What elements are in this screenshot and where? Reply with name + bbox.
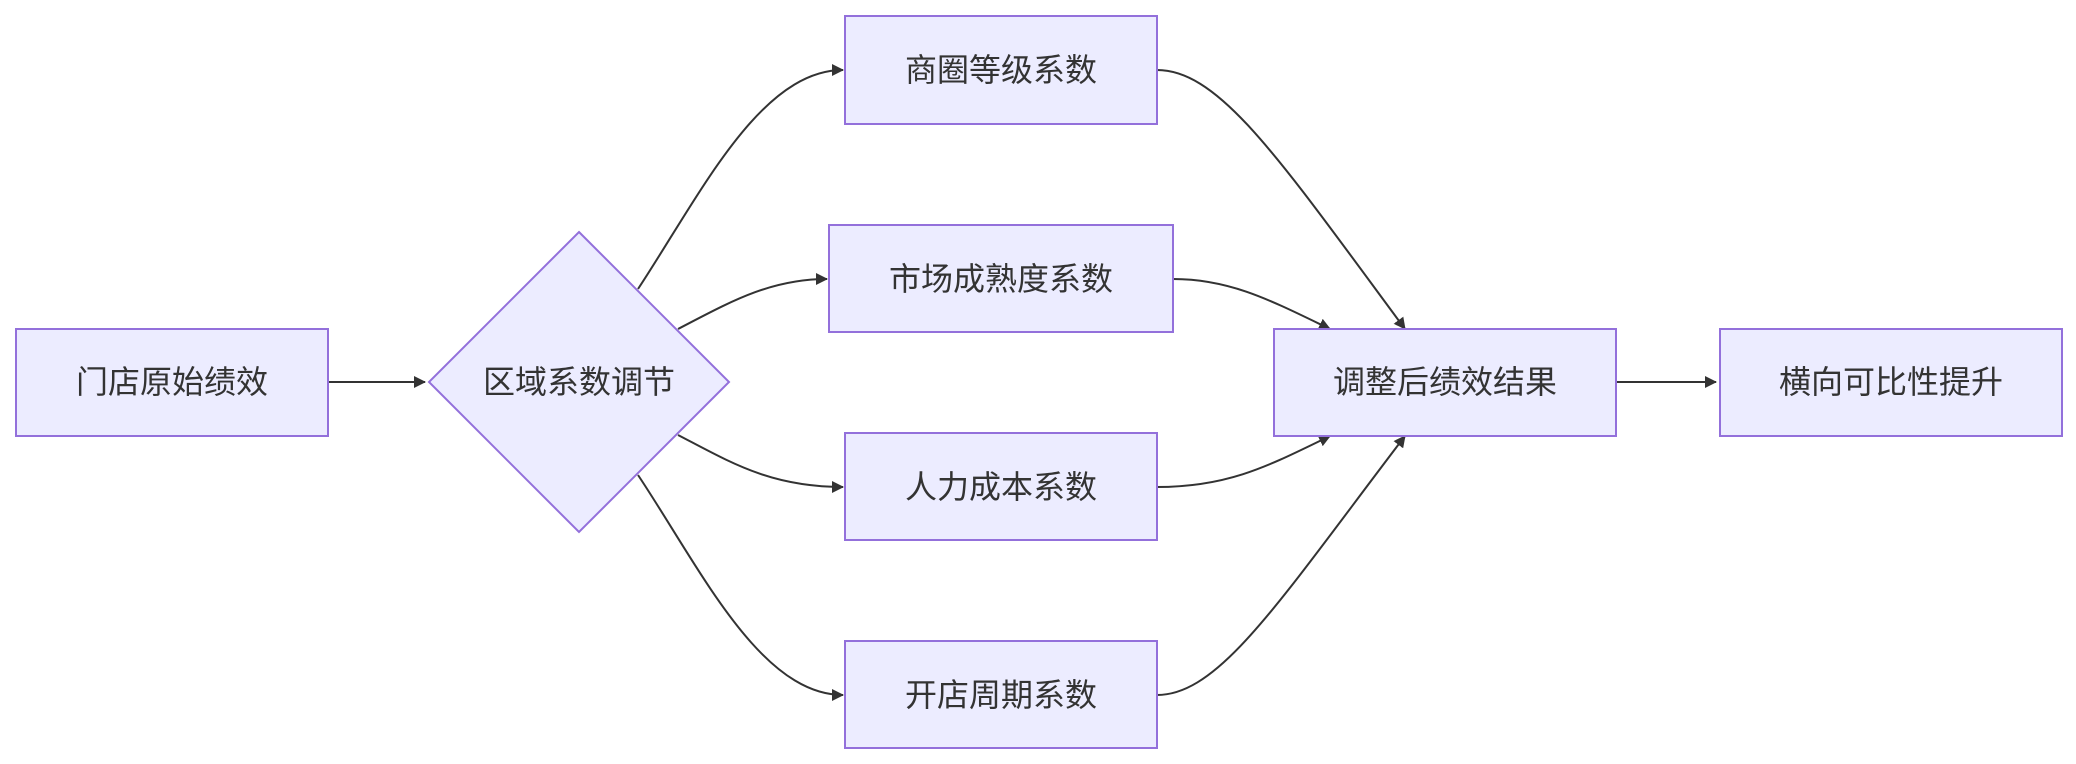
node-label-regional-adjustment: 区域系数调节 — [483, 363, 675, 401]
node-label-business-district-coefficient: 商圈等级系数 — [905, 51, 1097, 89]
edge-market-maturity-to-adjusted — [1172, 278, 1331, 330]
node-label-labor-cost-coefficient: 人力成本系数 — [905, 468, 1097, 506]
edge-regional-to-store-age — [637, 474, 844, 701]
node-store-age-coefficient: 开店周期系数 — [844, 640, 1158, 749]
edges — [328, 64, 1717, 701]
node-label-comparability-improvement: 横向可比性提升 — [1779, 363, 2003, 401]
node-business-district-coefficient: 商圈等级系数 — [844, 15, 1158, 125]
node-comparability-improvement: 横向可比性提升 — [1719, 328, 2063, 437]
node-label-adjusted-result: 调整后绩效结果 — [1333, 363, 1557, 401]
edge-regional-to-business-district — [637, 64, 844, 290]
edge-store-age-to-adjusted — [1156, 435, 1406, 696]
edge-regional-to-labor-cost — [677, 434, 844, 493]
edge-regional-to-market-maturity — [677, 273, 828, 330]
node-regional-adjustment: 区域系数调节 — [427, 230, 731, 534]
edge-business-district-to-adjusted — [1156, 69, 1406, 330]
node-original-performance: 门店原始绩效 — [15, 328, 329, 437]
node-adjusted-result: 调整后绩效结果 — [1273, 328, 1617, 437]
edge-labor-cost-to-adjusted — [1156, 435, 1331, 488]
node-label-store-age-coefficient: 开店周期系数 — [905, 676, 1097, 714]
node-labor-cost-coefficient: 人力成本系数 — [844, 432, 1158, 541]
node-market-maturity-coefficient: 市场成熟度系数 — [828, 224, 1174, 333]
node-label-original-performance: 门店原始绩效 — [76, 363, 268, 401]
node-label-market-maturity-coefficient: 市场成熟度系数 — [889, 260, 1113, 298]
